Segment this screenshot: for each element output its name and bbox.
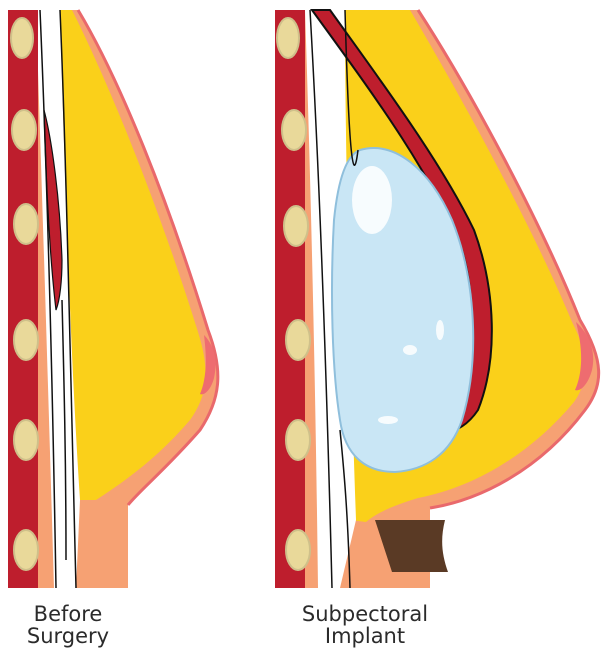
chest-wall — [275, 10, 305, 588]
caption-line: Implant — [285, 625, 445, 647]
caption-line: Surgery — [8, 625, 128, 647]
subpectoral-implant-diagram — [275, 10, 599, 588]
caption-line: Before — [8, 603, 128, 625]
before-surgery-diagram — [8, 10, 218, 588]
subpectoral-implant-caption: Subpectoral Implant — [285, 603, 445, 647]
before-surgery-caption: Before Surgery — [8, 603, 128, 647]
caption-line: Subpectoral — [285, 603, 445, 625]
chest-wall — [8, 10, 38, 588]
